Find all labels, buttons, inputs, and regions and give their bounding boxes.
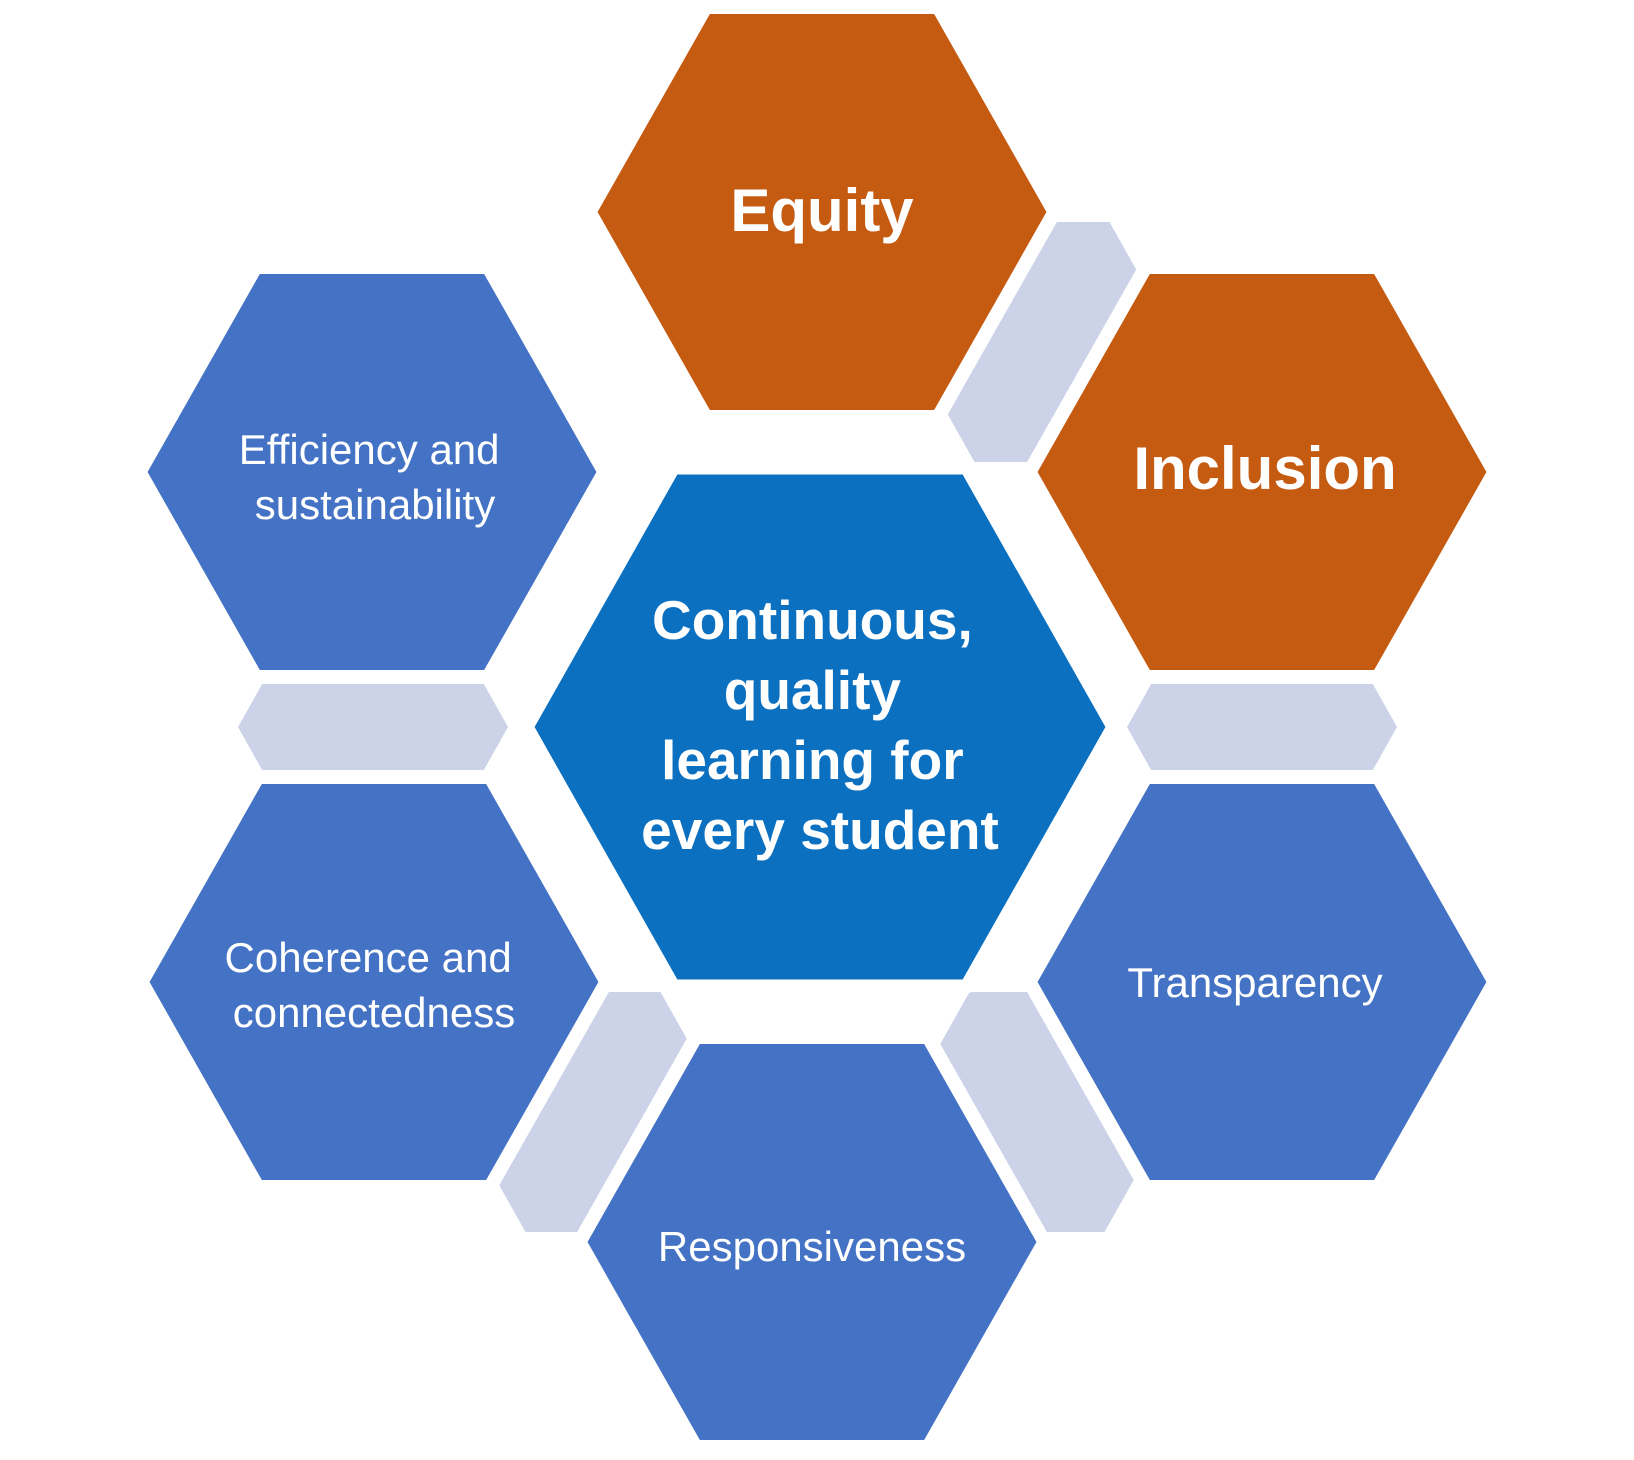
transparency-hexagon <box>1022 770 1502 1194</box>
responsiveness-hexagon <box>572 1030 1052 1454</box>
inclusion-hexagon <box>1022 260 1502 684</box>
center-label-line-1: Continuous, <box>652 589 973 651</box>
node-inclusion: Inclusion <box>1022 260 1502 684</box>
coherence-label-line-1: Coherence and <box>225 934 512 981</box>
efficiency-label-line-1: Efficiency and <box>239 426 500 473</box>
transparency-label: Transparency <box>1127 959 1382 1006</box>
center-label-line-4: every student <box>641 799 999 861</box>
center-label-line-2: quality <box>724 659 902 721</box>
equity-label: Equity <box>730 177 914 244</box>
coherence-label-line-2: connectedness <box>233 989 516 1036</box>
center-label-line-3: learning for <box>661 729 964 791</box>
efficiency-hexagon <box>132 260 612 684</box>
efficiency-label-line-2: sustainability <box>255 481 495 528</box>
node-efficiency: Efficiency and sustainability <box>132 260 612 684</box>
node-responsiveness: Responsiveness <box>572 1030 1052 1454</box>
equity-hexagon <box>582 0 1062 424</box>
center-hexagon <box>519 460 1121 994</box>
responsiveness-label: Responsiveness <box>658 1223 966 1270</box>
node-coherence: Coherence and connectedness <box>134 770 614 1194</box>
coherence-hexagon <box>134 770 614 1194</box>
coherence-label: Coherence and connectedness <box>225 934 524 1036</box>
node-center: Continuous, quality learning for every s… <box>519 460 1121 994</box>
efficiency-label: Efficiency and sustainability <box>239 426 511 528</box>
inclusion-label: Inclusion <box>1133 435 1396 502</box>
node-transparency: Transparency <box>1022 770 1502 1194</box>
node-equity: Equity <box>582 0 1062 424</box>
center-label: Continuous, quality learning for every s… <box>641 589 999 861</box>
